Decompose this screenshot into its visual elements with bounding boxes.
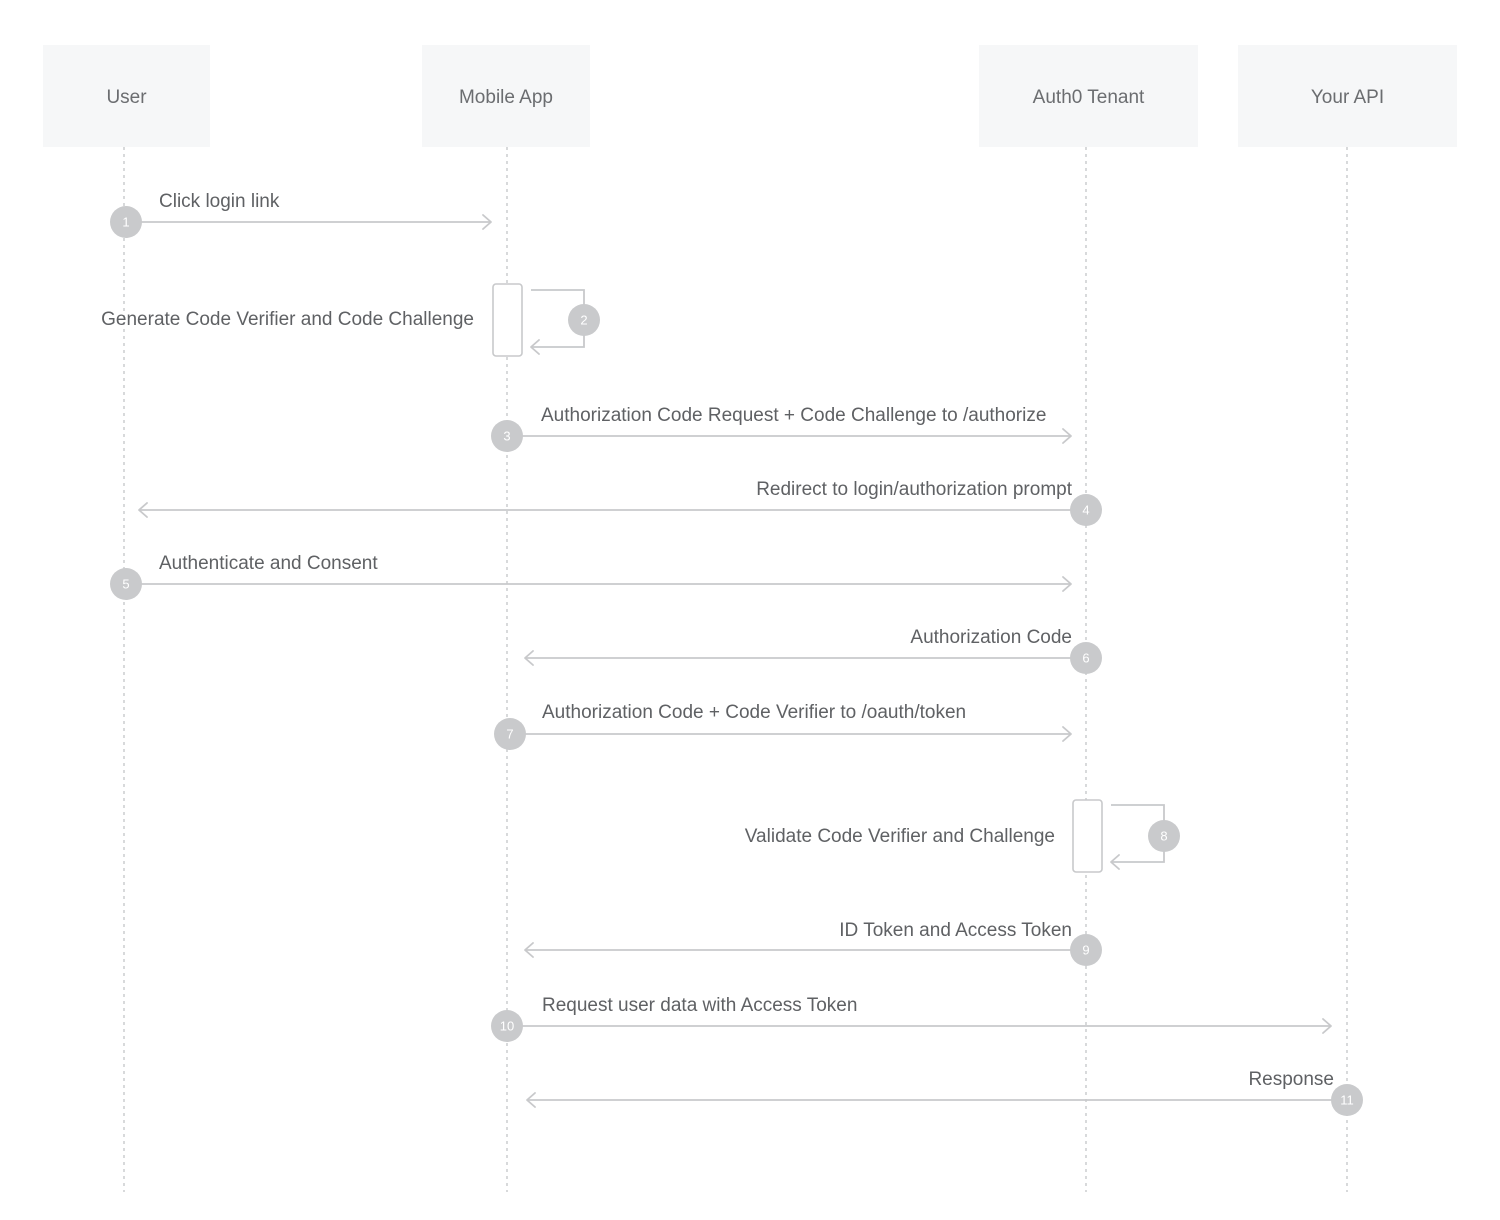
actor-label: User bbox=[106, 87, 147, 108]
message-label: Authorization Code bbox=[910, 627, 1072, 648]
arrow-head bbox=[524, 650, 534, 666]
message-label: Click login link bbox=[159, 191, 280, 212]
step-4: Redirect to login/authorization prompt 4 bbox=[138, 479, 1102, 526]
step-3: Authorization Code Request + Code Challe… bbox=[491, 405, 1072, 452]
actor-user: User bbox=[43, 45, 210, 147]
step-5: Authenticate and Consent 5 bbox=[110, 553, 1072, 600]
step-number: 2 bbox=[580, 313, 587, 328]
step-7: Authorization Code + Code Verifier to /o… bbox=[494, 702, 1072, 750]
step-2: Generate Code Verifier and Code Challeng… bbox=[101, 283, 600, 357]
actor-box bbox=[43, 45, 210, 147]
step-number: 3 bbox=[503, 429, 510, 444]
step-number: 5 bbox=[122, 577, 129, 592]
message-label: Authorization Code Request + Code Challe… bbox=[541, 405, 1046, 426]
step-number-badge bbox=[568, 304, 600, 336]
step-number: 8 bbox=[1160, 829, 1167, 844]
message-label: Authenticate and Consent bbox=[159, 553, 378, 574]
actor-label: Your API bbox=[1311, 87, 1384, 108]
step-8: Validate Code Verifier and Challenge 8 bbox=[745, 799, 1180, 873]
step-number-badge bbox=[1331, 1084, 1363, 1116]
activation-box bbox=[492, 283, 523, 357]
step-number-badge bbox=[491, 420, 523, 452]
message-label: ID Token and Access Token bbox=[839, 920, 1072, 941]
step-number: 4 bbox=[1082, 503, 1089, 518]
arrow-head bbox=[1110, 854, 1120, 870]
arrow-head bbox=[524, 942, 534, 958]
arrow-head bbox=[1062, 726, 1072, 742]
arrow-head bbox=[530, 339, 540, 355]
arrow-head bbox=[138, 502, 148, 518]
arrow-head bbox=[1062, 428, 1072, 444]
step-number: 11 bbox=[1340, 1093, 1354, 1108]
actor-label: Mobile App bbox=[459, 87, 553, 108]
arrow-head bbox=[526, 1092, 536, 1108]
step-number-badge bbox=[1070, 642, 1102, 674]
step-number: 10 bbox=[500, 1019, 514, 1034]
step-11: Response 11 bbox=[526, 1069, 1363, 1116]
actor-mobile: Mobile App bbox=[422, 45, 590, 147]
message-label: Response bbox=[1248, 1069, 1334, 1090]
step-number-badge bbox=[1070, 494, 1102, 526]
step-number: 7 bbox=[506, 727, 513, 742]
message-label: Validate Code Verifier and Challenge bbox=[745, 826, 1055, 847]
actor-box bbox=[422, 45, 590, 147]
step-number: 1 bbox=[122, 215, 129, 230]
arrow-head bbox=[1322, 1018, 1332, 1034]
message-label: Authorization Code + Code Verifier to /o… bbox=[542, 702, 966, 723]
message-label: Redirect to login/authorization prompt bbox=[756, 479, 1073, 500]
actor-box bbox=[1238, 45, 1457, 147]
step-10: Request user data with Access Token 10 bbox=[491, 995, 1332, 1042]
arrow-head bbox=[482, 214, 492, 230]
actor-box bbox=[979, 45, 1198, 147]
step-number-badge bbox=[1070, 934, 1102, 966]
actor-api: Your API bbox=[1238, 45, 1457, 147]
step-1: Click login link 1 bbox=[110, 191, 492, 238]
actor-label: Auth0 Tenant bbox=[1033, 87, 1145, 108]
actors: User Mobile App Auth0 Tenant Your API bbox=[43, 45, 1457, 147]
message-label: Request user data with Access Token bbox=[542, 995, 857, 1016]
step-number-badge bbox=[1148, 820, 1180, 852]
step-number-badge bbox=[494, 718, 526, 750]
lifelines bbox=[123, 147, 1348, 1192]
step-9: ID Token and Access Token 9 bbox=[524, 920, 1102, 966]
step-number-badge bbox=[491, 1010, 523, 1042]
step-number: 6 bbox=[1082, 651, 1089, 666]
step-number: 9 bbox=[1082, 943, 1089, 958]
step-number-badge bbox=[110, 568, 142, 600]
step-6: Authorization Code 6 bbox=[524, 627, 1102, 674]
activation-box bbox=[1072, 799, 1103, 873]
actor-auth0: Auth0 Tenant bbox=[979, 45, 1198, 147]
arrow-head bbox=[1062, 576, 1072, 592]
message-label: Generate Code Verifier and Code Challeng… bbox=[101, 309, 474, 330]
step-number-badge bbox=[110, 206, 142, 238]
